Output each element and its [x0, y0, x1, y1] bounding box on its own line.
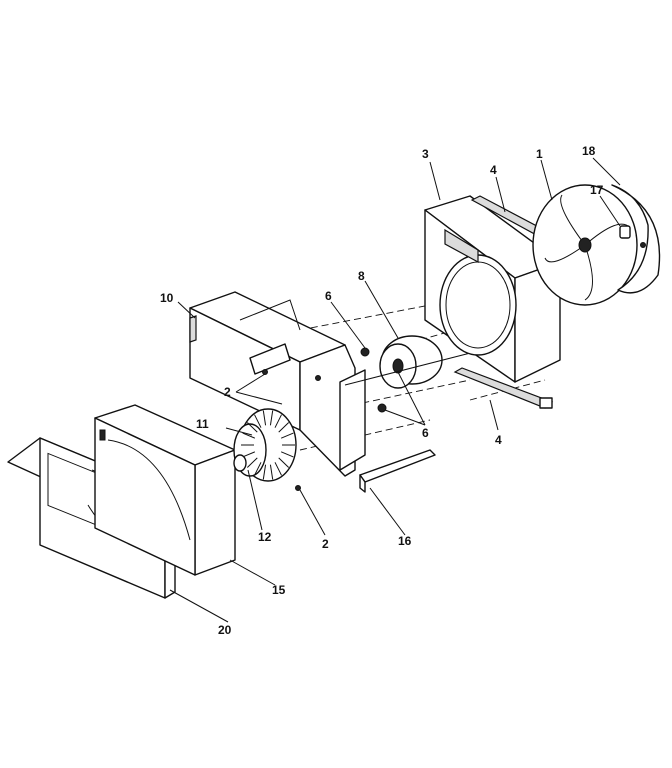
wheel-blade [254, 462, 262, 476]
clip-part-17 [619, 225, 646, 248]
wheel-blade [242, 432, 256, 439]
front-housing-part-15 [94, 404, 236, 576]
callout-15: 15 [272, 583, 286, 597]
rail-part-4-bottom [453, 367, 554, 409]
wheel-blade [280, 432, 294, 439]
wheel-blade [262, 464, 267, 480]
callout-16: 16 [398, 534, 412, 548]
callout-4-bottom: 4 [495, 433, 502, 447]
callout-labels: 1 3 4 18 17 8 6 10 2 11 6 4 12 2 16 15 2… [160, 144, 604, 637]
leader-lines [169, 157, 621, 623]
fan-shroud-part-3 [424, 195, 561, 383]
callout-3: 3 [422, 147, 429, 161]
callout-2-bottom: 2 [322, 537, 329, 551]
blower-wheel-part-11 [233, 408, 297, 482]
wheel-blade [262, 410, 267, 426]
wheel-blade [269, 464, 274, 480]
fan-blade-part-1 [532, 184, 638, 306]
wheel-blade [280, 451, 294, 458]
callout-1: 1 [536, 147, 543, 161]
callout-8: 8 [358, 269, 365, 283]
wheel-blade [274, 462, 282, 476]
callout-2-top: 2 [224, 385, 231, 399]
wheel-blade [274, 414, 282, 428]
wheel-blade [246, 457, 258, 468]
callout-17: 17 [590, 183, 604, 197]
callout-10: 10 [160, 291, 174, 305]
fan-motor-part-8 [344, 335, 491, 389]
motor-mount-plate [339, 369, 366, 471]
callout-18: 18 [582, 144, 596, 158]
wheel-blade [254, 414, 262, 428]
wheel-blade [278, 457, 290, 468]
slinger-ring-part-18 [611, 184, 661, 294]
wheel-blade [246, 422, 258, 433]
callout-12: 12 [258, 530, 272, 544]
callout-4-top: 4 [490, 163, 497, 177]
callout-6-bottom: 6 [422, 426, 429, 440]
wheel-blade [278, 422, 290, 433]
bracket-part-16 [359, 449, 436, 493]
callout-20: 20 [218, 623, 232, 637]
callout-11: 11 [196, 417, 209, 431]
wheel-blade [242, 451, 256, 458]
callout-6-top: 6 [325, 289, 332, 303]
wheel-hub-part-12 [233, 454, 247, 472]
wheel-blade [269, 410, 274, 426]
